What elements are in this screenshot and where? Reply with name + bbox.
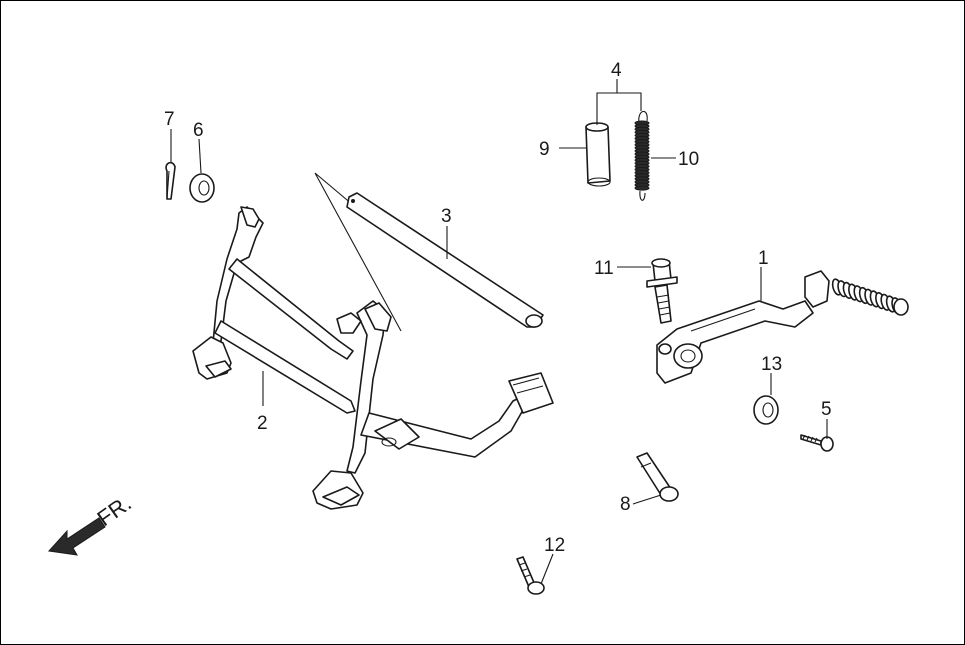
callout-9: 9 — [539, 139, 550, 160]
washer-6 — [189, 173, 215, 203]
callout-10: 10 — [678, 149, 699, 170]
callout-12: 12 — [544, 535, 565, 556]
leader-lines — [170, 79, 828, 585]
spring-10 — [634, 110, 650, 201]
pivot-pin-8 — [636, 452, 679, 502]
arrow-icon — [48, 517, 106, 556]
callout-11: 11 — [594, 258, 614, 279]
callout-7: 7 — [164, 109, 175, 130]
kick-lever-1 — [656, 270, 909, 384]
collar-9 — [585, 122, 611, 187]
callout-5: 5 — [821, 399, 832, 420]
stand-shaft — [314, 172, 544, 332]
screw-5 — [800, 434, 834, 452]
main-stand — [192, 206, 554, 510]
callout-labels: 1 2 3 4 5 6 7 8 9 10 11 12 13 — [164, 60, 832, 556]
callout-1: 1 — [758, 248, 769, 269]
cotter-pin-7 — [165, 161, 176, 200]
callout-6: 6 — [193, 120, 204, 141]
spring-coil — [634, 185, 650, 191]
callout-8: 8 — [620, 494, 631, 515]
callout-3: 3 — [441, 206, 452, 227]
bolt-12 — [516, 556, 545, 595]
bolt-11 — [646, 258, 678, 324]
washer-13 — [753, 395, 779, 425]
callout-4: 4 — [611, 60, 622, 81]
front-direction-arrow: FR. — [48, 490, 136, 556]
callout-13: 13 — [761, 354, 782, 375]
callout-2: 2 — [257, 413, 268, 434]
